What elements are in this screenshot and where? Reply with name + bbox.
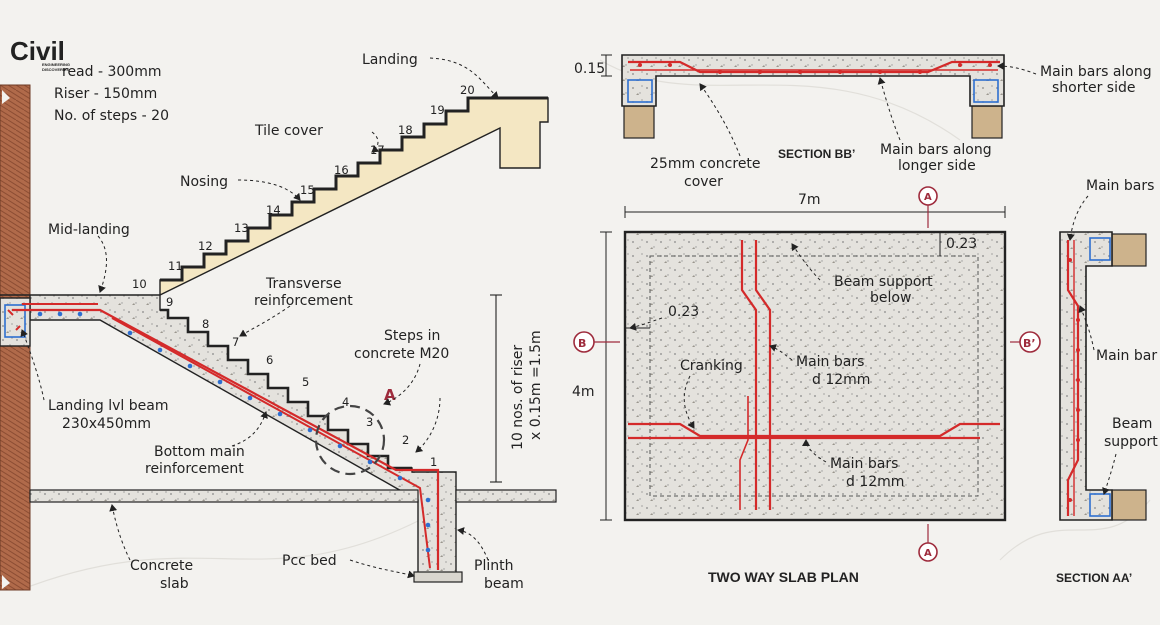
bb-main-shorter-2: shorter side <box>1052 80 1135 96</box>
spec-tread: read - 300mm <box>62 64 161 80</box>
plan-beam-support-1: Beam support <box>834 274 933 290</box>
slab-plan: 7m 4m 0.23 0.23 B B’ A A Beam <box>572 186 1041 585</box>
stair-labels: Landing Tile cover Nosing Mid-landing Tr… <box>48 52 524 592</box>
step-1: 1 <box>430 455 437 469</box>
step-20: 20 <box>460 83 475 97</box>
logo-sub1: ENGINEERING <box>42 62 70 67</box>
step-13: 13 <box>234 221 249 235</box>
logo: Civil ENGINEERING DISCOVERIES <box>10 36 70 72</box>
label-tile-cover: Tile cover <box>254 123 323 139</box>
section-aa-title: SECTION AA’ <box>1056 571 1132 585</box>
marker-b-right: B’ <box>1023 337 1036 350</box>
label-concrete-slab-1: Concrete <box>130 558 193 574</box>
label-steps-2: concrete M20 <box>354 346 449 362</box>
label-plinth-1: Plinth <box>474 558 513 574</box>
plan-title: TWO WAY SLAB PLAN <box>708 569 859 585</box>
step-3: 3 <box>366 415 373 429</box>
transverse-bars <box>37 311 431 553</box>
step-17: 17 <box>370 143 385 157</box>
aa-main-bars-2: Main bar <box>1096 348 1157 364</box>
step-7: 7 <box>232 335 239 349</box>
plan-main-h-2: d 12mm <box>846 474 904 490</box>
bb-cover-2: cover <box>684 174 723 190</box>
riser-dim-line1: 10 nos. of riser <box>510 345 526 450</box>
plan-beam-support-2: below <box>870 290 911 306</box>
label-nosing: Nosing <box>180 174 228 190</box>
step-5: 5 <box>302 375 309 389</box>
step-8: 8 <box>202 317 209 331</box>
section-aa: Main bars Main bar Beam support SECTION … <box>1056 178 1158 585</box>
aa-beam-1: Beam <box>1112 416 1152 432</box>
plan-edge-top: 0.23 <box>946 236 977 252</box>
plan-main-v-1: Main bars <box>796 354 864 370</box>
riser-dim-line2: x 0.15m =1.5m <box>528 330 544 440</box>
marker-a-top: A <box>924 192 932 203</box>
label-pcc-bed: Pcc bed <box>282 553 337 569</box>
aa-main-bars: Main bars <box>1086 178 1154 194</box>
bb-main-longer-2: longer side <box>898 158 976 174</box>
bb-main-shorter-1: Main bars along <box>1040 64 1152 80</box>
plan-dim-height: 4m <box>572 384 595 400</box>
bb-dim-thickness: 0.15 <box>574 61 605 77</box>
bb-cover-1: 25mm concrete <box>650 156 761 172</box>
section-markers: B B’ A A <box>573 186 1041 562</box>
step-11: 11 <box>168 259 183 273</box>
plan-edge-left: 0.23 <box>668 304 699 320</box>
marker-a-bottom: A <box>924 548 932 559</box>
ground-slab <box>29 489 557 583</box>
step-9: 9 <box>166 295 173 309</box>
label-transverse-2: reinforcement <box>254 293 353 309</box>
step-numbers: 1 2 3 4 5 6 7 8 9 10 11 12 13 14 15 16 1… <box>132 83 475 469</box>
step-6: 6 <box>266 353 273 367</box>
label-bottom-main-2: reinforcement <box>145 461 244 477</box>
step-19: 19 <box>430 103 445 117</box>
section-bb-title: SECTION BB’ <box>778 147 855 161</box>
plan-main-v-2: d 12mm <box>812 372 870 388</box>
logo-sub2: DISCOVERIES <box>42 67 70 72</box>
step-12: 12 <box>198 239 213 253</box>
step-14: 14 <box>266 203 281 217</box>
label-plinth-2: beam <box>484 576 524 592</box>
label-landing-beam-2: 230x450mm <box>62 416 151 432</box>
step-4: 4 <box>342 395 349 409</box>
section-bb: 0.15 SECTION BB’ Main bars along shorter… <box>574 54 1152 190</box>
waist-rebars <box>12 303 440 570</box>
stair-leaders <box>20 57 499 579</box>
upper-flight <box>159 96 549 297</box>
label-concrete-slab-2: slab <box>160 576 189 592</box>
plan-main-h-1: Main bars <box>830 456 898 472</box>
plan-cranking: Cranking <box>680 358 743 374</box>
label-steps-1: Steps in <box>384 328 440 344</box>
step-2: 2 <box>402 433 409 447</box>
step-18: 18 <box>398 123 413 137</box>
label-landing-beam-1: Landing lvl beam <box>48 398 168 414</box>
aa-beam-2: support <box>1104 434 1158 450</box>
plan-dim-width: 7m <box>798 192 821 208</box>
step-15: 15 <box>300 183 315 197</box>
label-landing: Landing <box>362 52 418 68</box>
stair-specs: read - 300mm Riser - 150mm No. of steps … <box>54 64 169 124</box>
step-16: 16 <box>334 163 349 177</box>
spec-riser: Riser - 150mm <box>54 86 157 102</box>
logo-main: Civil <box>10 36 65 66</box>
label-transverse-1: Transverse <box>265 276 342 292</box>
bb-main-longer-1: Main bars along <box>880 142 992 158</box>
marker-b-left: B <box>578 337 586 350</box>
riser-dimension: 10 nos. of riser x 0.15m =1.5m <box>490 294 544 483</box>
label-mid-landing: Mid-landing <box>48 222 130 238</box>
spec-steps: No. of steps - 20 <box>54 108 169 124</box>
step-10: 10 <box>132 277 147 291</box>
label-bottom-main-1: Bottom main <box>154 444 245 460</box>
